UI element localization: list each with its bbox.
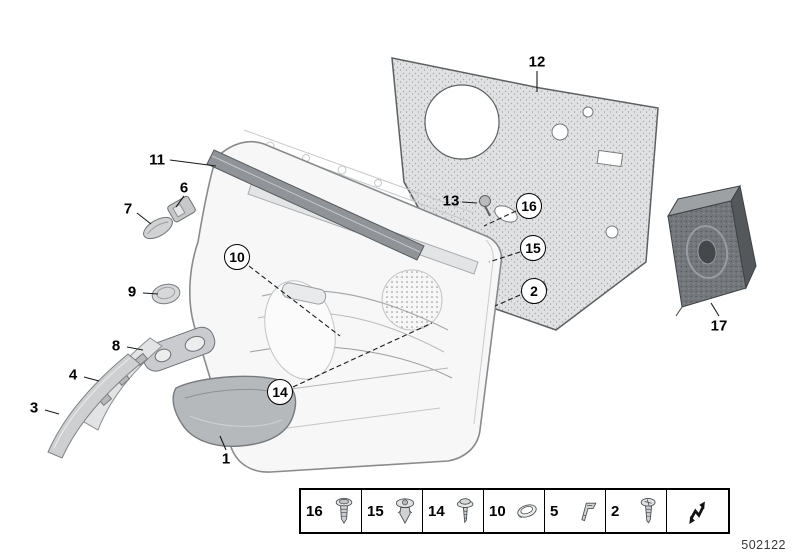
callout-label: 9 <box>127 283 137 301</box>
cross-reference-arrow-icon <box>689 501 705 524</box>
expansion-rivet-icon <box>335 498 353 524</box>
leader-lines-dashed <box>248 210 521 388</box>
callout-11[interactable]: 11 <box>149 153 165 168</box>
callout-16-circled[interactable]: 16 <box>516 193 542 219</box>
callout-14-circled[interactable]: 14 <box>267 379 293 405</box>
legend-item-15[interactable]: 15 <box>362 490 423 532</box>
callout-label: 1 <box>221 450 231 468</box>
part-speaker-box-17 <box>666 184 757 317</box>
callout-label: 16 <box>521 198 537 214</box>
legend-item-16[interactable]: 16 <box>301 490 362 532</box>
part-cover-cap-7 <box>143 216 173 240</box>
callout-label: 6 <box>179 179 189 197</box>
legend-part-number: 2 <box>611 502 620 520</box>
legend-item-10[interactable]: 10 <box>484 490 545 532</box>
callout-label: 14 <box>272 384 288 400</box>
fastener-legend: 16 15 14 <box>299 488 730 534</box>
callout-15-circled[interactable]: 15 <box>520 235 546 261</box>
callout-label: 13 <box>442 192 460 210</box>
callout-6[interactable]: 6 <box>180 181 188 196</box>
legend-part-number: 16 <box>306 502 323 520</box>
legend-item-14[interactable]: 14 <box>423 490 484 532</box>
callout-label: 7 <box>123 200 133 218</box>
legend-part-number: 15 <box>367 502 384 520</box>
leader-lines <box>44 71 720 451</box>
part-round-cap-9 <box>151 283 181 305</box>
callout-label: 4 <box>68 366 78 384</box>
callout-9[interactable]: 9 <box>128 285 136 300</box>
expanding-clip-icon <box>395 498 415 525</box>
legend-item-5[interactable]: 5 <box>545 490 606 532</box>
callout-12[interactable]: 12 <box>529 55 546 70</box>
part-armrest-1 <box>172 375 297 447</box>
callout-10-circled[interactable]: 10 <box>224 244 250 270</box>
callout-label: 15 <box>525 240 541 256</box>
callout-3[interactable]: 3 <box>30 401 38 416</box>
callout-7[interactable]: 7 <box>124 202 132 217</box>
legend-part-number: 10 <box>489 502 506 520</box>
callout-2-circled[interactable]: 2 <box>521 278 547 304</box>
part-window-sill-trim <box>206 149 425 261</box>
part-handle-bracket-8 <box>142 326 216 372</box>
part-decor-strip-3 <box>47 353 141 459</box>
legend-item-2[interactable]: 2 <box>606 490 667 532</box>
legend-item-crossref[interactable] <box>667 490 728 532</box>
callout-label: 12 <box>528 53 546 71</box>
callout-13[interactable]: 13 <box>443 194 460 209</box>
callout-label: 10 <box>229 249 245 265</box>
callout-17[interactable]: 17 <box>711 319 728 334</box>
callout-4[interactable]: 4 <box>69 368 77 383</box>
washer-screw-icon <box>456 498 474 524</box>
legend-part-number: 14 <box>428 502 445 520</box>
diagram-number: 502122 <box>741 538 786 552</box>
oval-grommet-icon <box>517 504 537 519</box>
callout-1[interactable]: 1 <box>222 452 230 467</box>
callout-label: 17 <box>710 317 728 335</box>
callout-label: 11 <box>149 151 165 169</box>
callout-label: 2 <box>530 283 538 299</box>
spring-clip-icon <box>581 502 597 522</box>
callout-8[interactable]: 8 <box>112 339 120 354</box>
callout-label: 8 <box>111 337 121 355</box>
callout-label: 3 <box>29 399 39 417</box>
screw-icon <box>640 498 656 524</box>
legend-part-number: 5 <box>550 502 559 520</box>
part-clip-13 <box>479 195 491 217</box>
